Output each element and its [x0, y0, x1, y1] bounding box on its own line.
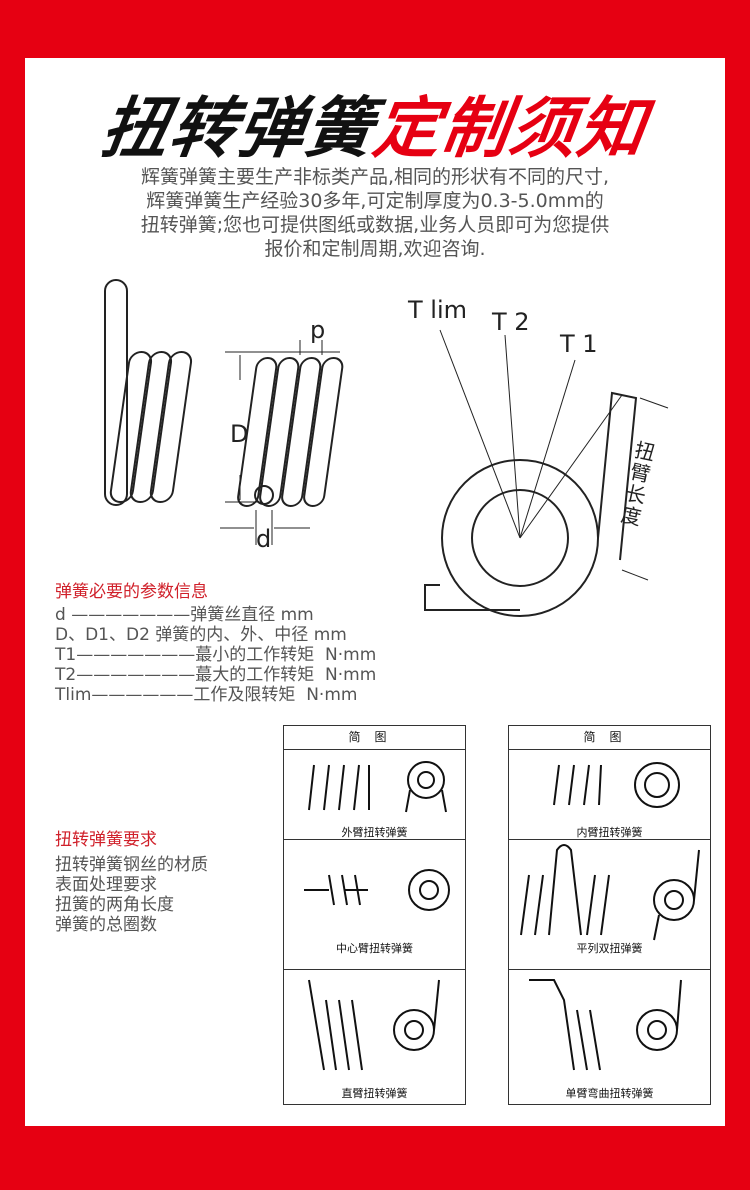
type-cell: 单臂弯曲扭转弹簧: [509, 969, 710, 1106]
page-title: 扭转弹簧定制须知: [96, 90, 652, 167]
label-D: D: [230, 420, 248, 448]
spring-diagram: p D d T lim T 2 T 1: [104, 279, 669, 617]
requirements-list: 扭转弹簧钢丝的材质表面处理要求扭簧的两角长度弹簧的总圈数: [55, 855, 208, 935]
label-t2: T 2: [491, 308, 530, 336]
requirements-heading: 扭转弹簧要求: [55, 830, 157, 850]
type-cell: 平列双扭弹簧: [509, 839, 710, 969]
type-cell: 中心臂扭转弹簧: [284, 839, 465, 969]
type-cell: 内臂扭转弹簧: [509, 749, 710, 839]
spring-types-table-left: 简图 外臂扭转弹簧 中心臂扭转弹簧 直臂扭转弹簧: [283, 725, 466, 1105]
spring-side-view: [104, 279, 344, 545]
torsion-front-view: [424, 329, 669, 617]
type-cell: 外臂扭转弹簧: [284, 749, 465, 839]
label-d: d: [256, 525, 271, 553]
label-p: p: [310, 316, 325, 344]
params-heading: 弹簧必要的参数信息: [55, 582, 208, 602]
type-cell: 直臂扭转弹簧: [284, 969, 465, 1106]
label-tlim: T lim: [407, 296, 467, 324]
spring-types-table-right: 简图 内臂扭转弹簧 平列双扭弹簧 单臂弯曲扭转弹簧: [508, 725, 711, 1105]
label-t1: T 1: [559, 330, 598, 358]
intro-text: 辉簧弹簧主要生产非标类产品,相同的形状有不同的尺寸,辉簧弹簧生产经验30多年,可…: [140, 166, 610, 260]
